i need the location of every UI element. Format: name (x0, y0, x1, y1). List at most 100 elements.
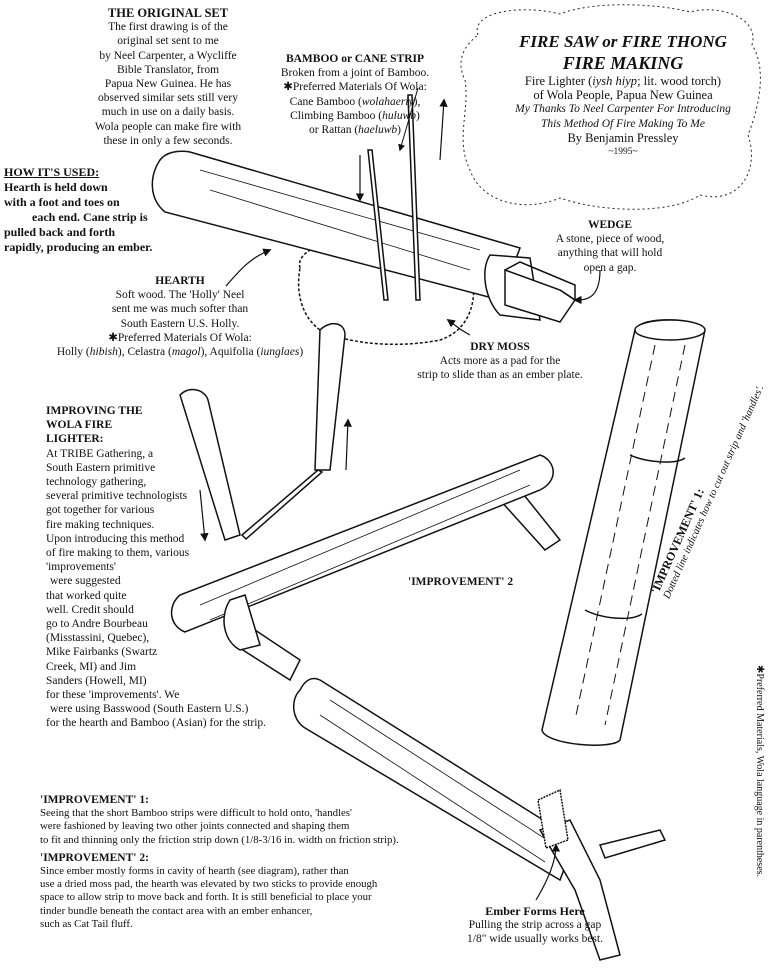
improvement-2-drawing (170, 323, 562, 682)
improving-line: go to Andre Bourbeau (46, 618, 148, 631)
friction-strip (598, 829, 667, 859)
original-set-line: observed similar sets still very (98, 92, 238, 105)
original-set-block: THE ORIGINAL SET The first drawing is of… (48, 6, 288, 148)
how-used-line: each end. Cane strip is (32, 210, 148, 224)
improvement-2-line: tinder bundle beneath the contact area w… (40, 904, 313, 917)
bamboo-block: BAMBOO or CANE STRIP Broken from a joint… (272, 52, 438, 137)
year: ~1995~ (608, 147, 638, 158)
strip-handle (179, 388, 241, 541)
improvement-1-in-use-drawing (293, 677, 667, 961)
title-line-2: FIRE MAKING (562, 53, 684, 73)
hearth-line: South Eastern U.S. Holly. (120, 317, 240, 330)
improving-line: several primitive technologists (46, 490, 188, 503)
improving-line: 'improvements' (46, 561, 116, 574)
improving-line: fire making techniques. (46, 518, 155, 531)
strip-handle (314, 323, 346, 471)
thanks-line-2: This Method Of Fire Making To Me (541, 117, 705, 130)
improvement-1-line: were fashioned by leaving two other join… (40, 820, 350, 833)
ember-heading: Ember Forms Here (485, 904, 585, 918)
original-set-line: these in only a few seconds. (103, 134, 233, 147)
improvement-2-line: use a dried moss pad, the hearth was ele… (40, 878, 378, 891)
original-set-line: Papua New Guinea. He has (104, 78, 232, 91)
improvement-1-heading: 'IMPROVEMENT' 1: (40, 794, 149, 806)
title-cloud (460, 4, 761, 210)
improving-block: IMPROVING THE WOLA FIRE LIGHTER: At TRIB… (46, 404, 306, 731)
ember-line: Pulling the strip across a gap (468, 919, 602, 932)
dry-moss-line: strip to slide than as an ember plate. (417, 369, 583, 382)
thanks-line-1: My Thanks To Neel Carpenter For Introduc… (515, 103, 731, 116)
title-block: FIRE SAW or FIRE THONG FIRE MAKING Fire … (488, 32, 758, 159)
original-set-line: Bible Translator, from (116, 63, 220, 76)
wedge-heading: WEDGE (587, 219, 633, 231)
how-used-block: HOW IT'S USED: Hearth is held down with … (4, 165, 184, 255)
improvement-1-bamboo-drawing (541, 319, 706, 746)
hearth-line: Soft wood. The 'Holly' Neel (115, 289, 245, 302)
subtitle-line-2: of Wola People, Papua New Guinea (533, 88, 713, 103)
improving-line: for these 'improvements'. We (46, 689, 180, 702)
improving-heading: WOLA FIRE (46, 419, 113, 432)
subtitle-line-1: Fire Lighter (iysh hiyp; lit. wood torch… (524, 74, 722, 88)
improving-line: Sanders (Howell, MI) (46, 674, 147, 687)
bamboo-heading: BAMBOO or CANE STRIP (285, 53, 425, 65)
improving-line: South Eastern primitive (46, 461, 156, 474)
cane-strip (367, 149, 389, 301)
original-set-line: The first drawing is of the (108, 21, 228, 34)
original-set-line: by Neel Carpenter, a Wycliffe (99, 49, 237, 62)
improving-line: for the hearth and Bamboo (Asian) for th… (46, 717, 267, 730)
improving-line: At TRIBE Gathering, a (46, 447, 154, 460)
improving-line: of fire making to them, various (46, 547, 190, 560)
improving-line: got together for various (46, 504, 155, 517)
wedge-line: open a gap. (583, 261, 637, 274)
dry-moss-line: Acts more as a pad for the (439, 355, 561, 368)
dry-moss-heading: DRY MOSS (470, 341, 530, 353)
original-set-drawing (151, 94, 577, 346)
original-set-line: much in use on a daily basis. (101, 106, 235, 119)
improving-line: (Misstassini, Quebec), (46, 632, 150, 645)
how-used-line: rapidly, producing an ember. (4, 240, 153, 254)
bamboo-line: Climbing Bamboo (huluwb) (290, 109, 420, 122)
ember-block: Ember Forms Here Pulling the strip acros… (445, 904, 625, 947)
wedge-line: anything that will hold (557, 247, 663, 260)
improving-line: that worked quite (46, 589, 127, 602)
bamboo-line: Cane Bamboo (wolahaeriy), (289, 95, 421, 108)
hearth-materials: Holly (hibish), Celastra (magol), Aquifo… (56, 346, 304, 359)
improvement-2-line: such as Cat Tail fluff. (40, 917, 133, 930)
hearth-line: sent me was much softer than (111, 303, 249, 316)
byline: By Benjamin Pressley (567, 130, 679, 145)
improving-line: Mike Fairbanks (Swartz (46, 646, 158, 659)
improving-line: were suggested (50, 575, 121, 588)
how-used-line: pulled back and forth (4, 225, 116, 239)
dry-moss-block: DRY MOSS Acts more as a pad for the stri… (390, 340, 610, 383)
improvement-1-line: to fit and thinning only the friction st… (40, 833, 399, 846)
wedge-block: WEDGE A stone, piece of wood, anything t… (540, 218, 680, 275)
bottom-text-block: 'IMPROVEMENT' 1: Seeing that the short B… (40, 794, 470, 931)
how-used-line: with a foot and toes on (4, 195, 120, 209)
bamboo-line: or Rattan (haeluwb) (308, 124, 401, 137)
improving-line: technology gathering, (46, 476, 147, 489)
improving-line: Upon introducing this method (46, 532, 185, 545)
ember-gap (537, 788, 569, 850)
hearth-log (170, 454, 554, 633)
original-set-heading: THE ORIGINAL SET (107, 6, 229, 20)
improvement-2-line: Since ember mostly forms in cavity of he… (40, 865, 349, 878)
bamboo-line: Broken from a joint of Bamboo. (280, 67, 430, 80)
improvement-2-line: space to allow strip to move back and fo… (40, 891, 372, 904)
friction-strip (240, 469, 324, 541)
improving-line: were using Basswood (South Eastern U.S.) (50, 703, 249, 716)
hearth-block: HEARTH Soft wood. The 'Holly' Neel sent … (30, 274, 330, 359)
improvement-2-label: 'IMPROVEMENT' 2 (408, 576, 514, 588)
bamboo-line: ✱Preferred Materials Of Wola: (283, 81, 427, 94)
improving-line: well. Credit should (46, 603, 134, 616)
how-used-line: Hearth is held down (4, 180, 108, 194)
wedge (504, 268, 577, 323)
title-line-1: FIRE SAW or FIRE THONG (519, 32, 727, 51)
how-used-heading: HOW IT'S USED: (4, 165, 100, 179)
original-set-line: Wola people can make fire with (94, 120, 242, 133)
wedge-line: A stone, piece of wood, (555, 233, 665, 246)
hearth-heading: HEARTH (155, 275, 205, 287)
improvement-2-heading: 'IMPROVEMENT' 2: (40, 851, 149, 864)
improving-heading: LIGHTER: (46, 433, 104, 446)
improving-line: Creek, MI) and Jim (46, 660, 137, 673)
original-set-line: original set sent to me (117, 35, 219, 48)
